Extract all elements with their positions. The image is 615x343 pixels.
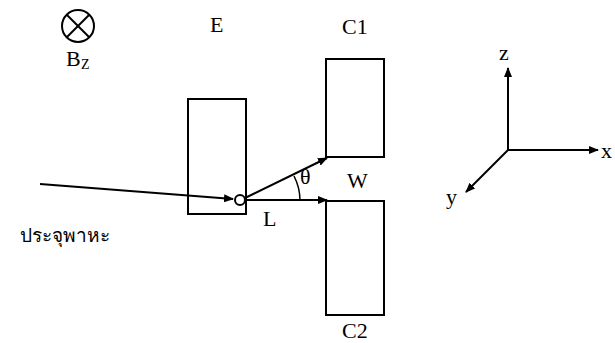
field-into-page-symbol: [62, 10, 94, 42]
field-symbol-letter: B: [66, 48, 81, 70]
field-subscript: Z: [81, 58, 90, 72]
angle-label: θ: [300, 166, 311, 188]
electrode-label: C2: [342, 320, 368, 342]
axis-label: x: [601, 140, 612, 162]
carrier-label: ประจุพาหะ: [20, 226, 110, 245]
electrode-label: E: [210, 14, 223, 36]
electrode-box: C1: [325, 58, 385, 158]
carrier-particle: [235, 195, 245, 205]
electrode-label: C1: [342, 16, 368, 38]
electrode-box: E: [187, 98, 247, 215]
angle-arrow: [245, 158, 327, 198]
angle-arc: [294, 176, 300, 200]
axes: [466, 68, 598, 192]
axis-label: z: [499, 42, 509, 64]
carrier-arrow: [40, 184, 233, 199]
electrode-box: C2: [325, 200, 385, 316]
gap-label: W: [347, 170, 368, 192]
length-label: L: [263, 208, 276, 230]
axis-label: y: [446, 186, 457, 208]
length-arrow: [245, 199, 327, 201]
